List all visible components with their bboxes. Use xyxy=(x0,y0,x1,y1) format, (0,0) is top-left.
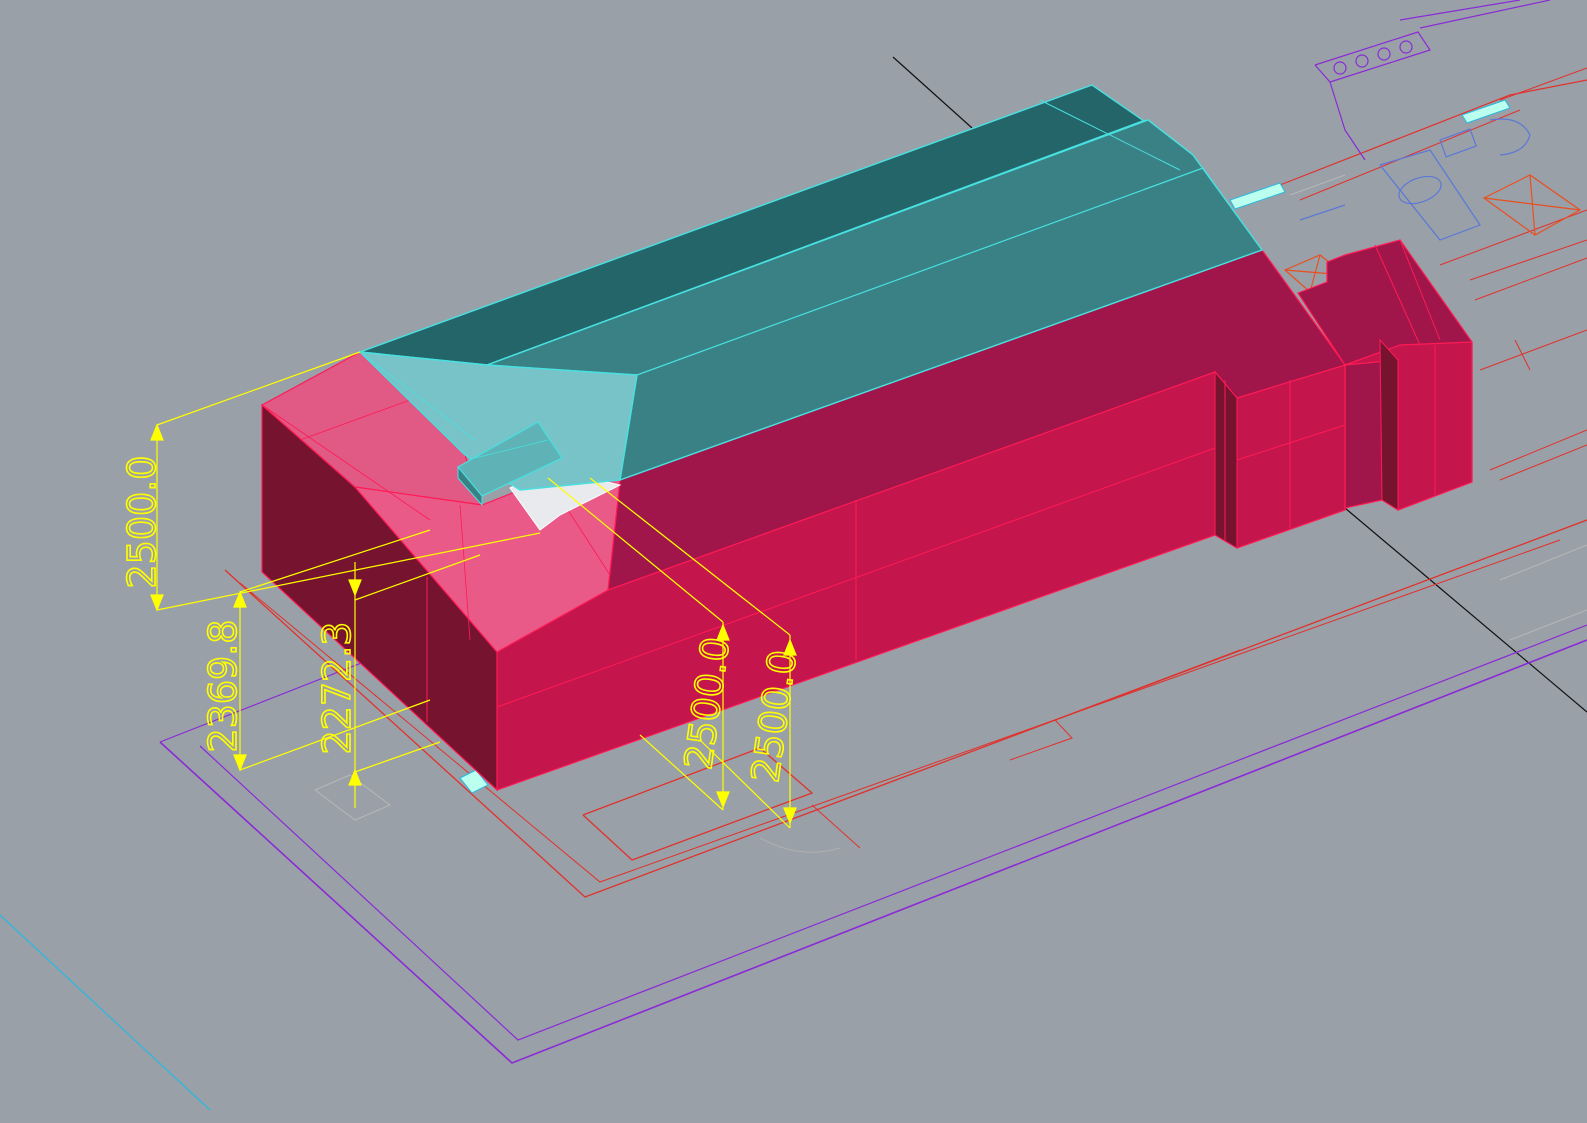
plan-fixture xyxy=(1314,0,1551,161)
dim-front-1[interactable] xyxy=(547,477,730,811)
dim-left-inner-label: 2272.3 xyxy=(315,622,359,755)
axis-line xyxy=(0,914,211,1111)
dim-left-mid-label: 2369.8 xyxy=(201,620,245,753)
dimension-annotations[interactable] xyxy=(150,351,797,829)
dim-left-mid[interactable] xyxy=(233,529,431,772)
building-model[interactable] xyxy=(260,84,1473,792)
main-front-wall[interactable] xyxy=(496,364,1346,791)
site-boundary-inner xyxy=(199,624,1587,1041)
steps-outline xyxy=(582,747,814,861)
plan-outline xyxy=(224,519,1587,898)
bathroom-fixtures xyxy=(1299,118,1531,241)
site-boundary xyxy=(159,639,1587,1064)
plan-windows xyxy=(459,99,1511,794)
dim-front-2[interactable] xyxy=(589,477,797,829)
dim-left-top[interactable] xyxy=(150,351,541,612)
dim-left-inner[interactable] xyxy=(348,554,481,808)
plan-crossbox xyxy=(1283,174,1582,293)
axis-line xyxy=(892,56,973,129)
axis-line xyxy=(1344,507,1587,713)
dim-left-top-label: 2500.0 xyxy=(120,456,164,589)
